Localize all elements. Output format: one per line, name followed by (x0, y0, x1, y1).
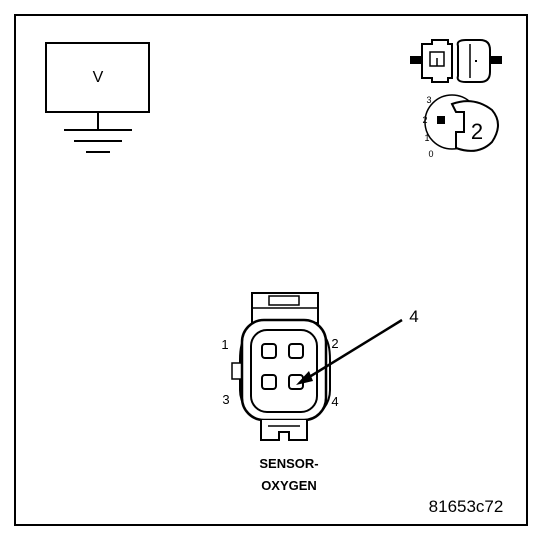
pin-cavity-3 (261, 374, 277, 390)
connector-name-line2: OXYGEN (261, 478, 317, 493)
key-position-2: 2 (422, 115, 427, 125)
pin-cavity-1 (261, 343, 277, 359)
key-position-3: 3 (426, 95, 431, 105)
key-position-0: 0 (428, 149, 433, 159)
voltmeter-label: V (93, 69, 104, 86)
pin-label-2: 2 (331, 336, 338, 351)
pin-label-4: 4 (331, 394, 338, 409)
ground-icon (64, 129, 132, 153)
pin-label-3: 3 (222, 392, 229, 407)
oxygen-sensor-connector: 1 2 3 4 (221, 292, 339, 441)
diagram-frame (14, 14, 528, 526)
connector-name-line1: SENSOR- (259, 456, 318, 471)
pin-label-1: 1 (221, 337, 228, 352)
connector-disconnect-icon (410, 39, 502, 83)
pin-cavity-2 (288, 343, 304, 359)
callout-number: 4 (409, 307, 418, 326)
callout-arrow: 4 (296, 307, 419, 385)
key-position-1: 1 (424, 133, 429, 143)
ignition-key-icon: 2 3 2 1 0 (422, 94, 499, 159)
figure-id: 81653c72 (429, 497, 504, 516)
voltmeter-symbol: V (45, 42, 150, 153)
key-number: 2 (471, 119, 483, 144)
